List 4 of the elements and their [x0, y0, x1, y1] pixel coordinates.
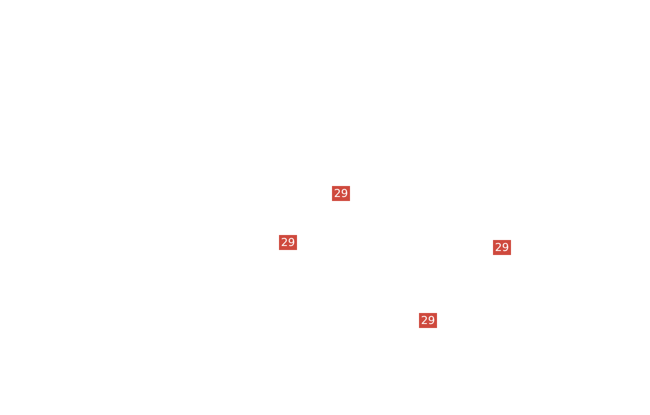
- value-marker: 29: [332, 186, 350, 201]
- value-marker: 29: [279, 235, 297, 250]
- value-marker: 29: [419, 313, 437, 328]
- value-marker: 29: [493, 240, 511, 255]
